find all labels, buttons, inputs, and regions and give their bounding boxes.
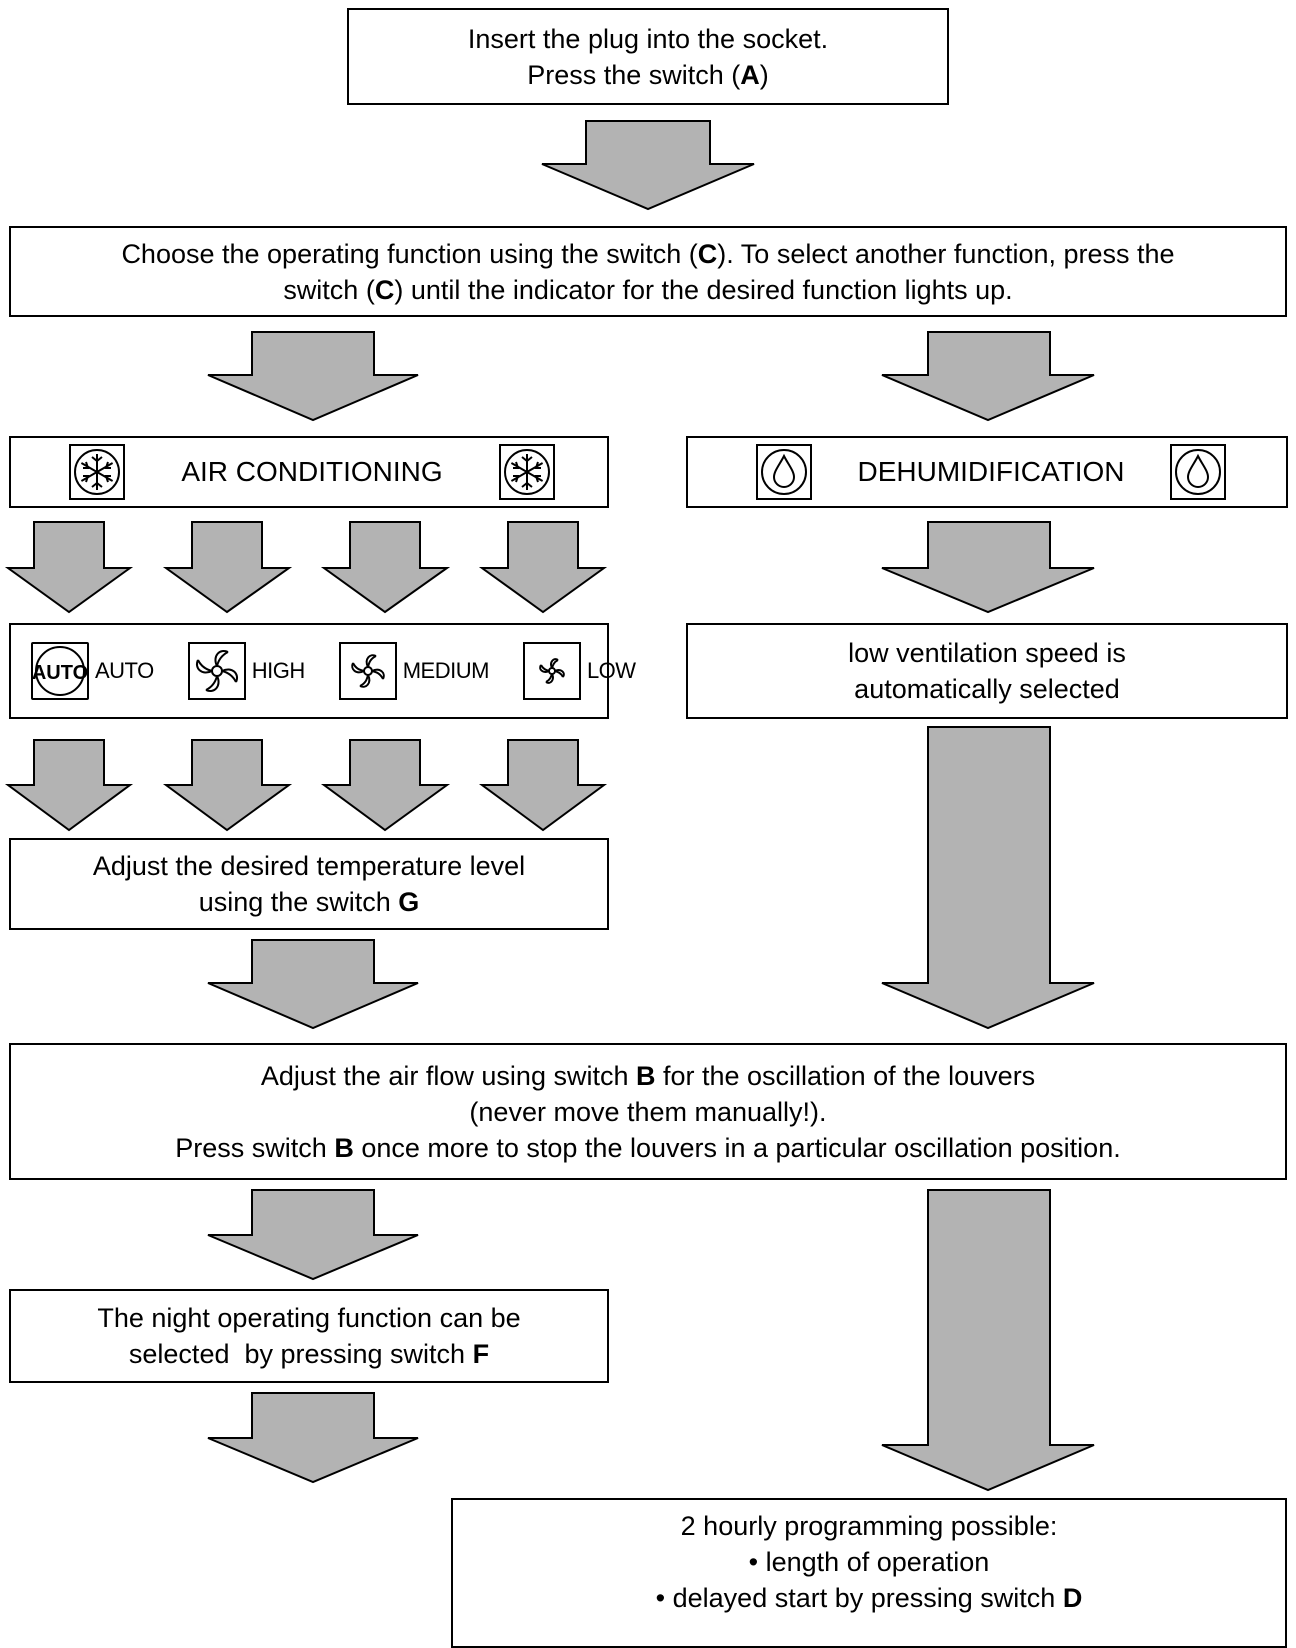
step-line: Press switch B once more to stop the lou… xyxy=(175,1130,1120,1166)
text: ) xyxy=(759,59,769,90)
text: • delayed start by pressing switch xyxy=(655,1583,1063,1613)
step-line: automatically selected xyxy=(854,674,1120,704)
step-line: • length of operation xyxy=(748,1547,990,1577)
switch-key: C xyxy=(374,274,395,305)
fan-high-icon xyxy=(187,642,246,700)
water-drop-icon-graphic xyxy=(761,449,807,495)
fan-speed-modes: AUTO AUTO HIGH xyxy=(9,623,636,719)
fan-medium-icon xyxy=(338,642,397,700)
auto-icon: AUTO xyxy=(31,642,89,700)
step-line: Choose the operating function using the … xyxy=(121,236,1174,272)
step-line: Adjust the desired temperature level xyxy=(92,851,526,881)
fan-low-icon xyxy=(522,642,581,700)
arrow-down xyxy=(320,739,451,832)
switch-key: B xyxy=(334,1132,354,1163)
step-night-function: The night operating function can be sele… xyxy=(9,1289,609,1383)
arrow-down xyxy=(881,726,1095,1030)
arrow-down xyxy=(162,521,293,614)
arrow-down xyxy=(207,1189,419,1281)
step-temperature: Adjust the desired temperature level usi… xyxy=(9,838,609,930)
switch-key: F xyxy=(472,1339,490,1369)
text: ). To select another function, press the xyxy=(717,238,1175,269)
step-programming: 2 hourly programming possible: • length … xyxy=(451,1498,1287,1648)
step-line: (never move them manually!). xyxy=(469,1096,827,1127)
arrow-down xyxy=(162,739,293,832)
step-line: Press the switch (A) xyxy=(527,57,769,93)
text: Choose the operating function using the … xyxy=(121,238,698,269)
auto-icon-text: AUTO xyxy=(33,662,87,684)
snowflake-icon-graphic xyxy=(74,449,120,495)
arrow-down xyxy=(881,1189,1095,1492)
fan-high-icon-graphic xyxy=(195,650,238,692)
arrow-down xyxy=(207,939,419,1030)
text: for the oscillation of the louvers xyxy=(655,1060,1036,1091)
step-line: low ventilation speed is xyxy=(848,638,1126,668)
snowflake-icon xyxy=(499,444,555,500)
water-drop-icon xyxy=(756,444,812,500)
text: Press the switch ( xyxy=(527,59,741,90)
step-line: • delayed start by pressing switch D xyxy=(656,1580,1083,1616)
fan-mode-medium: MEDIUM xyxy=(338,642,490,700)
arrow-down xyxy=(4,521,134,614)
text: Adjust the air flow using switch xyxy=(260,1060,636,1091)
mode-dehumidification: DEHUMIDIFICATION xyxy=(686,436,1288,508)
step-line: 2 hourly programming possible: xyxy=(680,1511,1058,1541)
arrow-down xyxy=(478,739,608,832)
switch-key: B xyxy=(635,1060,656,1091)
arrow-down xyxy=(541,120,755,211)
arrow-down xyxy=(207,331,419,422)
switch-key: G xyxy=(398,887,420,917)
step-low-speed: low ventilation speed is automatically s… xyxy=(686,623,1288,719)
fan-mode-high: HIGH xyxy=(187,642,306,700)
step-line: selected by pressing switch F xyxy=(129,1336,489,1372)
fan-mode-label: LOW xyxy=(586,658,636,683)
auto-icon-graphic: AUTO xyxy=(33,646,87,696)
step-air-flow: Adjust the air flow using switch B for t… xyxy=(9,1043,1287,1180)
switch-key: A xyxy=(740,59,760,90)
fan-mode-label: HIGH xyxy=(251,658,306,683)
step-line: Insert the plug into the socket. xyxy=(467,23,829,54)
water-drop-icon xyxy=(1170,444,1226,500)
text: ) until the indicator for the desired fu… xyxy=(394,274,1013,305)
text: using the switch xyxy=(198,887,399,917)
fan-mode-label: AUTO xyxy=(95,658,154,683)
switch-key: D xyxy=(1062,1583,1083,1613)
step-line: switch (C) until the indicator for the d… xyxy=(283,272,1012,308)
mode-label: DEHUMIDIFICATION xyxy=(857,456,1125,487)
text: selected by pressing switch xyxy=(128,1339,473,1369)
fan-medium-icon-graphic xyxy=(351,654,385,688)
arrow-down xyxy=(320,521,451,614)
fan-mode-label: MEDIUM xyxy=(402,658,490,683)
switch-key: C xyxy=(697,238,718,269)
fan-mode-low: LOW xyxy=(522,642,636,700)
fan-mode-auto: AUTO AUTO xyxy=(31,642,154,700)
water-drop-icon-graphic xyxy=(1175,449,1221,495)
snowflake-icon xyxy=(69,444,125,500)
text: Press switch xyxy=(175,1132,335,1163)
mode-label: AIR CONDITIONING xyxy=(181,456,443,487)
step-line: using the switch G xyxy=(199,884,420,920)
arrow-down xyxy=(881,331,1095,422)
step-choose-function: Choose the operating function using the … xyxy=(9,226,1287,317)
arrow-down xyxy=(881,521,1095,614)
mode-air-conditioning: AIR CONDITIONING xyxy=(9,436,609,508)
text: switch ( xyxy=(283,274,375,305)
arrow-down xyxy=(478,521,608,614)
snowflake-icon-graphic xyxy=(504,449,550,495)
step-line: Adjust the air flow using switch B for t… xyxy=(261,1058,1035,1094)
step-line: The night operating function can be xyxy=(97,1303,521,1333)
text: once more to stop the louvers in a parti… xyxy=(353,1132,1121,1163)
fan-low-icon-graphic xyxy=(539,658,565,684)
arrow-down xyxy=(4,739,134,832)
arrow-down xyxy=(207,1392,419,1484)
step-insert-plug: Insert the plug into the socket. Press t… xyxy=(347,8,949,105)
